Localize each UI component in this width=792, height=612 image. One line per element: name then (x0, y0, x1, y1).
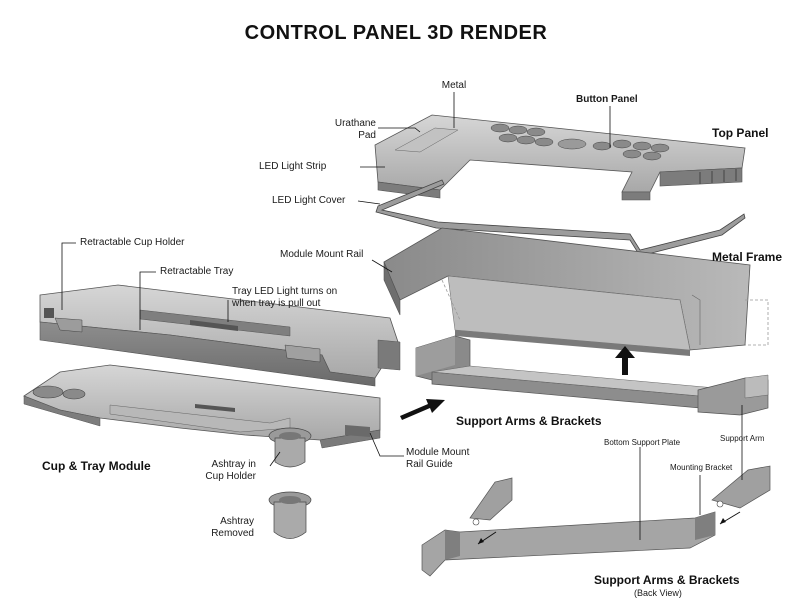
leader-lines (61, 92, 743, 540)
cup-tray-module-part (23, 364, 381, 449)
ashtray-removed-part (268, 491, 312, 539)
metal-frame-part (383, 227, 769, 356)
label-button-panel: Button Panel (576, 94, 638, 105)
label-support-arm: Support Arm (720, 434, 765, 443)
right-arrow-icon (400, 399, 445, 420)
label-back-view: (Back View) (634, 588, 682, 598)
label-retractable-tray: Retractable Tray (160, 266, 234, 277)
support-arms-back-view-part (421, 465, 771, 577)
label-tray-led-1: Tray LED Light turns on (232, 286, 338, 297)
label-ashtray-in-cup-holder-1: Ashtray in (211, 459, 256, 470)
retractable-module-part (39, 284, 401, 387)
top-panel-part (374, 114, 746, 201)
ashtray-in-cup-holder-part (268, 427, 312, 468)
label-urathane-pad-1: Urathane (334, 118, 376, 129)
label-metal-frame: Metal Frame (712, 250, 783, 264)
led-light-cover-part (375, 179, 746, 257)
up-arrow-icon (615, 346, 635, 375)
label-ashtray-removed-1: Ashtray (220, 516, 254, 527)
support-arms-part (415, 335, 769, 416)
label-led-light-cover: LED Light Cover (272, 195, 346, 206)
label-metal: Metal (441, 80, 467, 91)
label-ashtray-removed-2: Removed (211, 528, 254, 539)
label-ashtray-in-cup-holder-2: Cup Holder (205, 471, 256, 482)
page-title: CONTROL PANEL 3D RENDER (244, 22, 548, 44)
label-module-mount-rail-guide-1: Module Mount (406, 447, 470, 458)
label-support-arms-brackets: Support Arms & Brackets (456, 414, 602, 428)
label-cup-tray-module: Cup & Tray Module (42, 459, 151, 473)
label-led-light-strip: LED Light Strip (259, 161, 327, 172)
label-retractable-cup-holder: Retractable Cup Holder (80, 237, 185, 248)
label-mounting-bracket: Mounting Bracket (670, 463, 733, 472)
label-support-arms-back-view: Support Arms & Brackets (594, 573, 740, 587)
label-module-mount-rail: Module Mount Rail (280, 249, 364, 260)
assembly-arrows (400, 346, 741, 545)
label-tray-led-2: when tray is pull out (232, 298, 321, 309)
label-urathane-pad-2: Pad (358, 130, 376, 141)
label-module-mount-rail-guide-2: Rail Guide (406, 459, 453, 470)
label-bottom-support-plate: Bottom Support Plate (604, 438, 681, 447)
label-top-panel: Top Panel (712, 126, 769, 140)
button-cluster (490, 123, 670, 161)
